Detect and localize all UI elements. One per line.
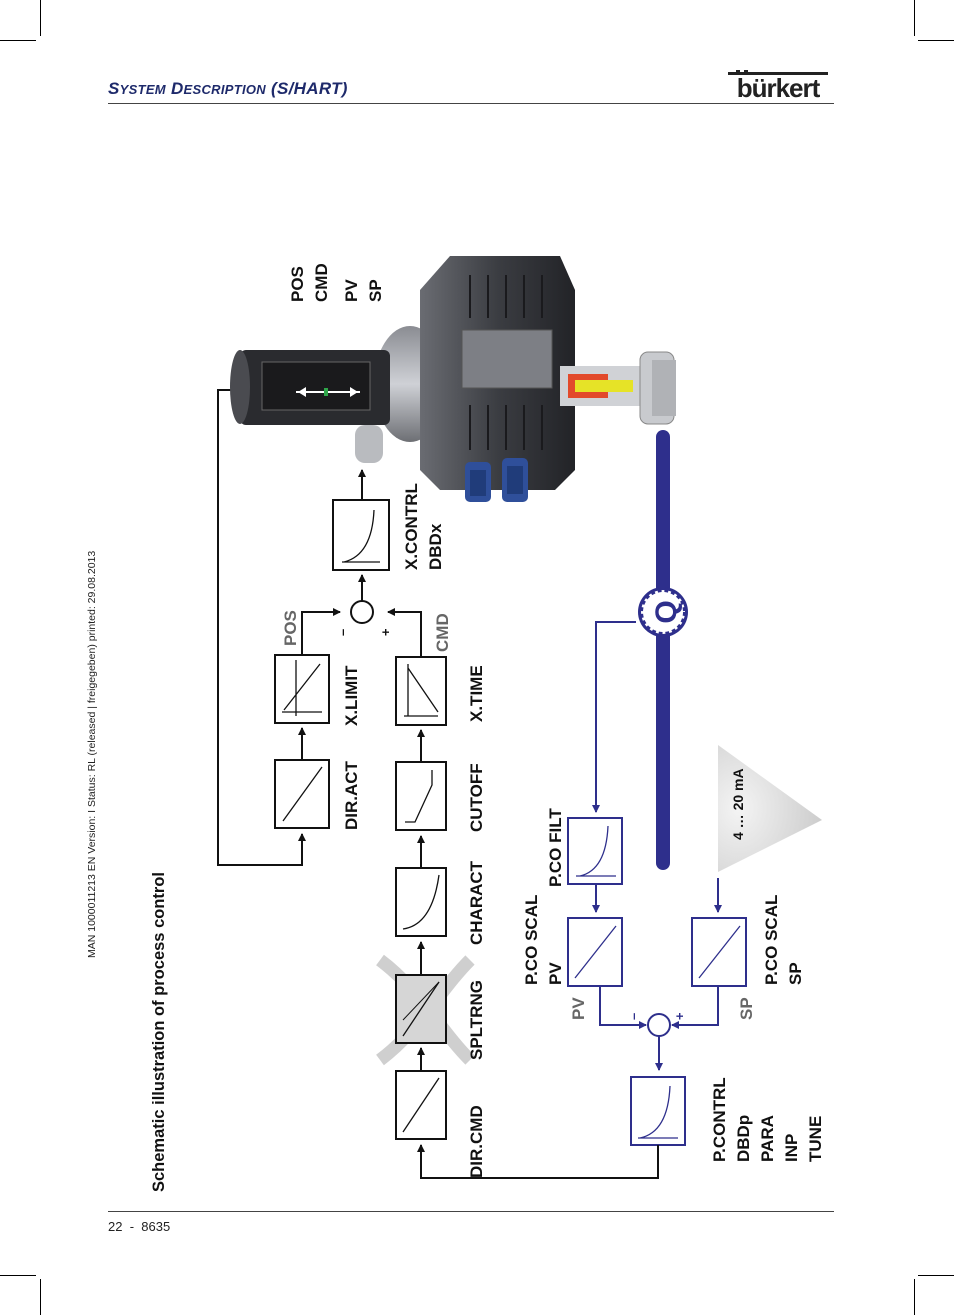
crop-mark xyxy=(914,1279,915,1315)
sign-plus-position: + xyxy=(378,628,393,636)
process-pipe xyxy=(656,430,670,870)
block-dir-act xyxy=(274,759,330,829)
block-x-contrl xyxy=(332,499,390,571)
page-number: 22 xyxy=(108,1219,123,1234)
label-dir-act: DIR.ACT xyxy=(342,760,361,830)
label-inp: INP xyxy=(782,1134,801,1162)
label-pco-scal-sp-1: P.CO SCAL xyxy=(762,895,781,985)
block-x-limit xyxy=(274,654,330,724)
block-pco-filt xyxy=(567,817,623,885)
brand-wordmark: bürkert xyxy=(737,73,821,100)
block-cutoff xyxy=(395,761,447,831)
block-spltrng xyxy=(376,954,475,1066)
label-dbdx: DBDx xyxy=(426,523,445,570)
label-cutoff: CUTOFF xyxy=(467,763,486,832)
label-cmd-junction: CMD xyxy=(433,613,452,652)
label-p-contrl: P.CONTRL xyxy=(710,1077,729,1162)
label-x-limit: X.LIMIT xyxy=(342,665,361,726)
header-rule xyxy=(108,103,834,104)
label-x-time: X.TIME xyxy=(467,665,486,722)
label-device-sp: SP xyxy=(366,279,385,302)
valve-device-illustration xyxy=(230,256,676,502)
label-pv-port: PV xyxy=(569,997,588,1020)
block-pco-scal-pv xyxy=(567,917,623,987)
block-pco-scal-sp xyxy=(691,917,747,987)
crop-mark xyxy=(40,0,41,36)
flow-sensor-q xyxy=(638,587,688,637)
crop-mark xyxy=(918,40,954,41)
label-device-cmd: CMD xyxy=(312,263,331,302)
label-pco-filt: P.CO FILT xyxy=(546,808,565,887)
sign-minus-process: – xyxy=(626,1013,641,1020)
flow-symbol-q: Q xyxy=(650,600,683,623)
footer-rule xyxy=(108,1211,834,1212)
sign-plus-process: + xyxy=(672,1012,687,1020)
sign-minus-position: – xyxy=(335,629,350,636)
label-spltrng: SPLTRNG xyxy=(467,980,486,1060)
label-tune: TUNE xyxy=(806,1116,825,1162)
block-charact xyxy=(395,867,447,937)
crop-mark xyxy=(40,1279,41,1315)
label-pco-scal-pv-1: P.CO SCAL xyxy=(522,895,541,985)
signal-input-triangle xyxy=(718,745,822,872)
page-footer: 22 - 8635 xyxy=(108,1219,171,1234)
block-x-time xyxy=(395,656,447,726)
label-charact: CHARACT xyxy=(467,860,486,945)
sum-junction-position xyxy=(350,600,374,624)
label-pco-scal-sp-2: SP xyxy=(786,962,805,985)
page-header-title: SYSTEM DESCRIPTION (S/HART) xyxy=(108,79,348,98)
crop-mark xyxy=(918,1275,954,1276)
label-device-pos: POS xyxy=(288,266,307,302)
label-pos-junction: POS xyxy=(281,610,300,646)
label-sp-port: SP xyxy=(737,997,756,1020)
crop-mark xyxy=(0,1275,36,1276)
label-device-pv: PV xyxy=(342,279,361,302)
burkert-logo: bürkert xyxy=(728,70,828,100)
block-p-contrl xyxy=(630,1076,686,1146)
label-dbdp: DBDp xyxy=(734,1115,753,1162)
crop-mark xyxy=(914,0,915,36)
crop-mark xyxy=(0,40,36,41)
model-number: 8635 xyxy=(141,1219,171,1234)
label-x-contrl: X.CONTRL xyxy=(402,483,421,570)
block-dir-cmd xyxy=(395,1070,447,1140)
label-pco-scal-pv-2: PV xyxy=(546,962,565,985)
label-signal-range: 4 … 20 mA xyxy=(730,768,746,840)
label-para: PARA xyxy=(758,1115,777,1162)
sum-junction-process xyxy=(647,1013,671,1037)
label-dir-cmd: DIR.CMD xyxy=(467,1105,486,1178)
